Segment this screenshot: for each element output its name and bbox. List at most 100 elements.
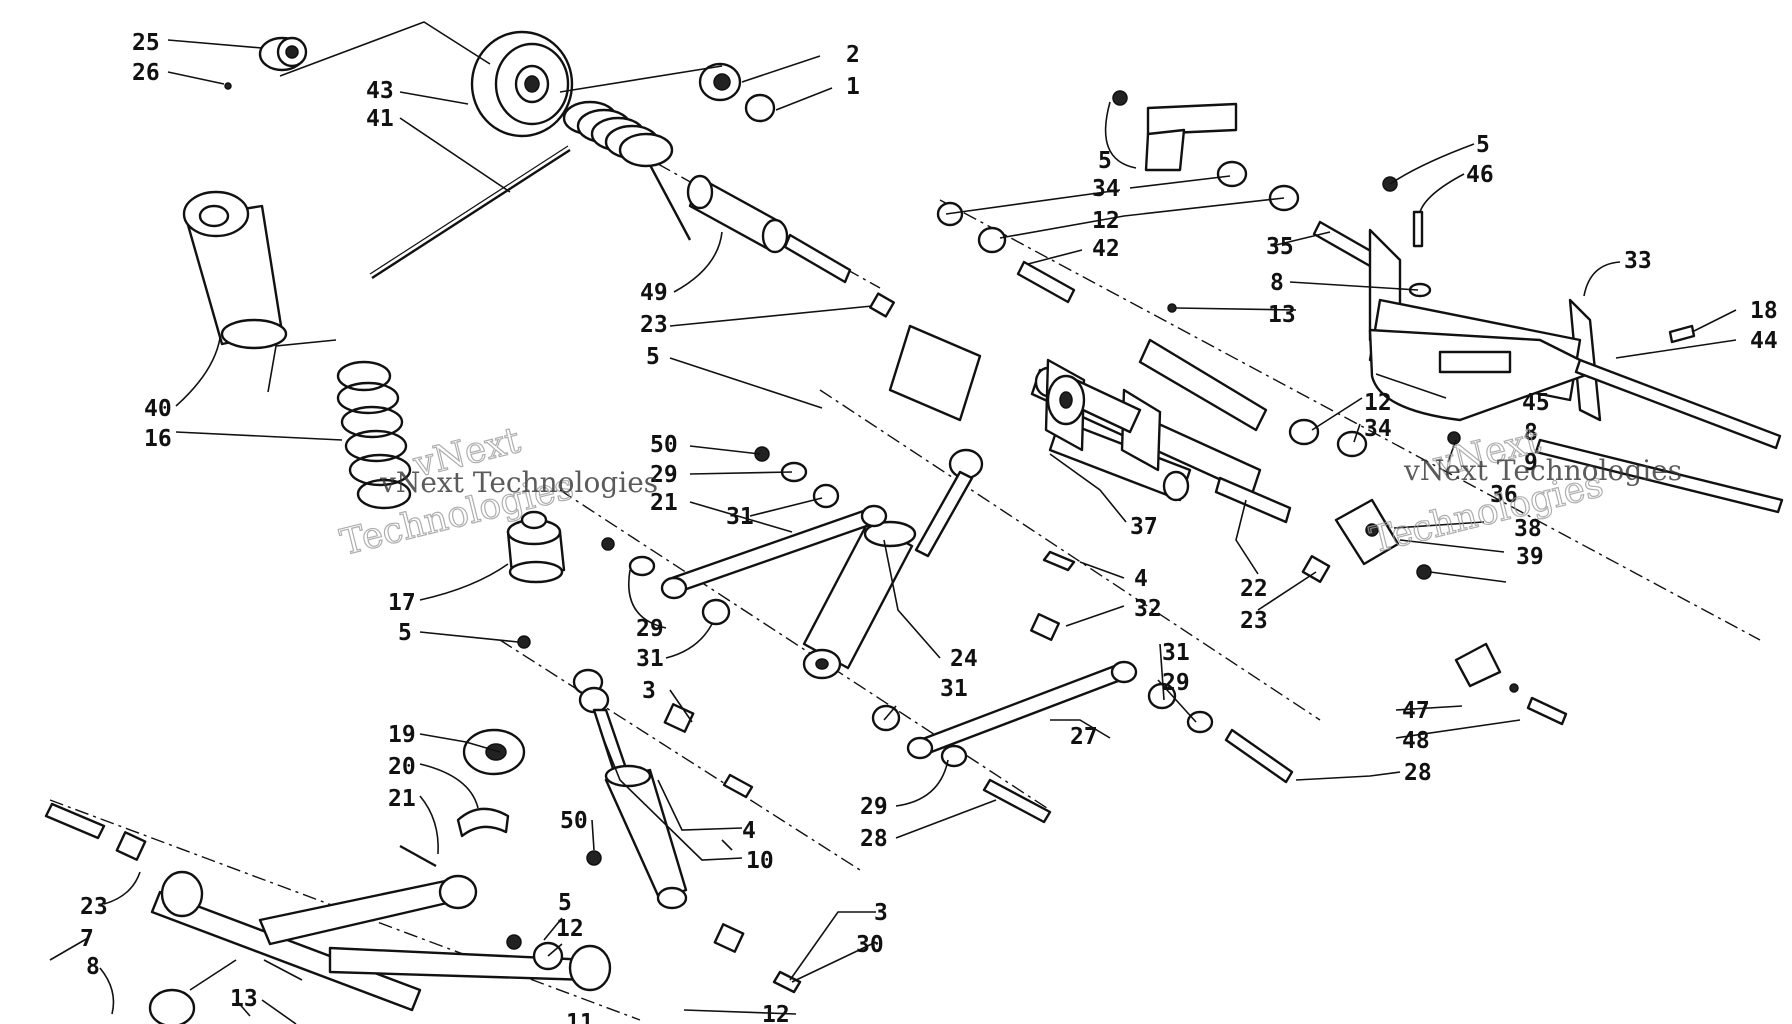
callout-8-left: 8: [86, 954, 100, 980]
callout-46: 46: [1466, 162, 1494, 188]
callout-labels: 25 26 43 41 2 1 40 16 49 23 5 5 34 12 42…: [80, 30, 1778, 1024]
idler-wheel-43: [470, 30, 574, 138]
callout-12-bottom: 12: [762, 1002, 790, 1024]
front-arm-assembly: [150, 870, 612, 1012]
callout-29-left: 29: [636, 616, 664, 642]
shaft-pin: [783, 233, 852, 284]
callout-3-center: 3: [642, 678, 656, 704]
callout-47: 47: [1402, 698, 1430, 724]
callout-29-upper: 29: [650, 462, 678, 488]
callout-20: 20: [388, 754, 416, 780]
callout-23-right: 23: [1240, 608, 1268, 634]
link-arm-27: [906, 660, 1138, 760]
grease-fitting-13: [1167, 303, 1177, 313]
torsion-spring-41: [369, 100, 692, 280]
nut-50-lower: [586, 850, 602, 866]
bearing-2: [698, 62, 742, 102]
watermark-overlay-right: vNext Technologies: [1403, 454, 1682, 487]
shock-boot-40: [182, 190, 288, 350]
callout-23-upper: 23: [640, 312, 668, 338]
sleeve-49: [686, 174, 789, 254]
bushing-12-right: [1288, 418, 1320, 446]
screw-26: [224, 82, 232, 90]
callout-12-right: 12: [1364, 390, 1392, 416]
bolt-46: [1412, 210, 1424, 248]
bolt-4-center: [1042, 550, 1076, 572]
bolt-28-right: [1224, 728, 1294, 784]
bolt-48: [1526, 696, 1568, 726]
callout-30: 30: [856, 932, 884, 958]
callout-35: 35: [1266, 234, 1294, 260]
callout-45: 45: [1522, 390, 1550, 416]
callout-8-right: 8: [1524, 420, 1538, 446]
callout-5-left: 5: [398, 620, 412, 646]
callout-2: 2: [846, 42, 860, 68]
callout-40: 40: [144, 396, 172, 422]
callout-32: 32: [1134, 596, 1162, 622]
bushing-32: [1030, 612, 1060, 642]
callout-41: 41: [366, 106, 394, 132]
clamp-20: [456, 807, 510, 838]
callout-42: 42: [1092, 236, 1120, 262]
bolt-21: [399, 844, 437, 868]
callout-25: 25: [132, 30, 160, 56]
shaft-36: [1534, 438, 1784, 514]
callout-4-lower: 4: [742, 818, 756, 844]
snap-ring-1: [744, 93, 776, 123]
callout-23-left: 23: [80, 894, 108, 920]
callout-44: 44: [1750, 328, 1778, 354]
bushing-12-left: [977, 226, 1007, 254]
plate-47: [1454, 642, 1502, 688]
screw-18: [1668, 324, 1696, 344]
callout-18: 18: [1750, 298, 1778, 324]
nut-5-top: [1112, 90, 1128, 106]
callout-5-center: 5: [646, 344, 660, 370]
pin-22: [1214, 476, 1292, 524]
callout-24: 24: [950, 646, 978, 672]
callout-31-right: 31: [1162, 640, 1190, 666]
spacer-25: [258, 36, 308, 72]
bumper-17: [506, 510, 566, 584]
callout-5-lower: 5: [558, 890, 572, 916]
callout-38: 38: [1514, 516, 1542, 542]
watermark-overlay-right-text: vNext Technologies: [1403, 454, 1682, 487]
callout-11: 11: [566, 1010, 594, 1024]
bracket-38: [1334, 498, 1400, 566]
mounting-bracket: [1144, 102, 1238, 172]
callout-28-lower: 28: [860, 826, 888, 852]
shock-absorber-24: [802, 448, 984, 680]
bushing-23-left: [115, 831, 147, 861]
callout-3-lower: 3: [874, 900, 888, 926]
leader-lines: [49, 21, 1737, 1024]
callout-5-right: 5: [1476, 132, 1490, 158]
callout-16: 16: [144, 426, 172, 452]
shock-absorber-10: [572, 668, 688, 910]
callout-21-upper: 21: [650, 490, 678, 516]
nut-39: [1416, 564, 1432, 580]
callout-28-right: 28: [1404, 760, 1432, 786]
callout-34-top: 34: [1092, 176, 1120, 202]
washer-47: [1509, 683, 1519, 693]
callout-50-upper: 50: [650, 432, 678, 458]
pivot-13: [148, 988, 196, 1024]
callout-43: 43: [366, 78, 394, 104]
callout-33: 33: [1624, 248, 1652, 274]
callout-49: 49: [640, 280, 668, 306]
callout-29-lower: 29: [860, 794, 888, 820]
washer-29-lower: [940, 744, 968, 768]
coil-spring-16: [336, 360, 412, 510]
bolt-28-lower: [982, 778, 1052, 824]
callout-10: 10: [746, 848, 774, 874]
callout-4-center: 4: [1134, 566, 1148, 592]
callout-13-lower: 13: [230, 986, 258, 1012]
watermark-overlay-left-text: vNext Technologies: [379, 466, 658, 499]
callout-21-lower: 21: [388, 786, 416, 812]
bushing-23-upper: [869, 292, 895, 318]
callout-12-lower: 12: [556, 916, 584, 942]
bushing-34-top: [1216, 160, 1248, 188]
callout-50-lower: 50: [560, 808, 588, 834]
eye-bracket-19: [462, 728, 526, 776]
callout-36: 36: [1490, 482, 1518, 508]
bushing-34-right: [1336, 430, 1368, 458]
